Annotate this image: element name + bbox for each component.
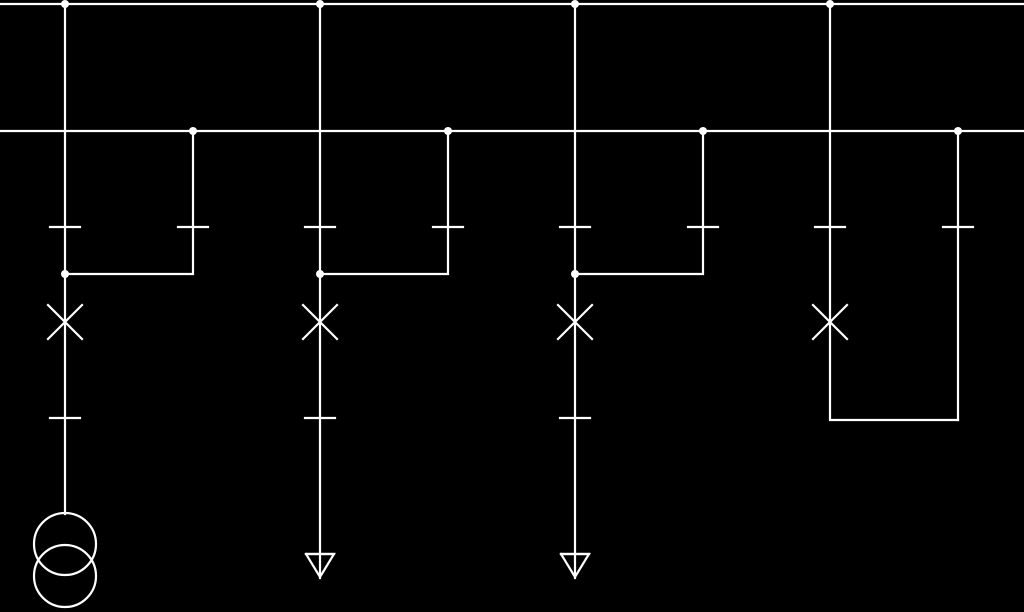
alt-feeder-return [318, 225, 450, 276]
transformer-primary-winding [32, 511, 98, 577]
alt-feeder-return [573, 225, 705, 276]
busbar-group [0, 2, 1024, 133]
transformer-secondary-winding [32, 543, 98, 609]
coupler-return-loop [828, 320, 960, 422]
alt-feeder-return [63, 225, 195, 276]
bay-3 [556, 0, 720, 580]
bay-1 [32, 0, 210, 609]
bay-2 [301, 0, 465, 580]
bay-4 [811, 0, 975, 422]
